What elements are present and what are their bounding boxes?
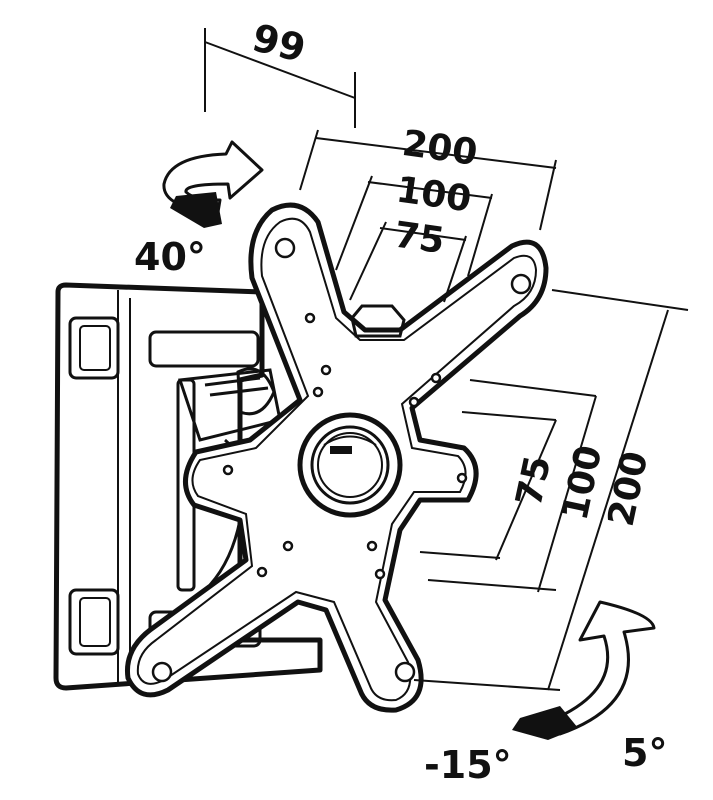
horizontal-100-label: 100 bbox=[394, 169, 474, 220]
horizontal-200-label: 200 bbox=[400, 123, 480, 174]
vertical-200-label: 200 bbox=[601, 448, 657, 530]
tilt-up-angle-label: 5° bbox=[622, 731, 667, 775]
tilt-rotation: -15° 5° bbox=[424, 600, 667, 787]
swivel-angle-label: 40° bbox=[134, 235, 206, 279]
tilt-down-angle-label: -15° bbox=[424, 743, 512, 787]
vesa-plate bbox=[124, 202, 549, 713]
horizontal-75-label: 75 bbox=[392, 215, 447, 263]
tilt-arrow-icon bbox=[550, 600, 656, 736]
vertical-75-label: 75 bbox=[509, 452, 560, 510]
depth-dimension: 99 bbox=[204, 15, 356, 128]
vertical-dimensions: 75 100 200 bbox=[413, 289, 689, 691]
swivel-rotation: 40° bbox=[134, 140, 264, 279]
mounting-holes bbox=[151, 237, 532, 683]
depth-label: 99 bbox=[248, 15, 310, 70]
